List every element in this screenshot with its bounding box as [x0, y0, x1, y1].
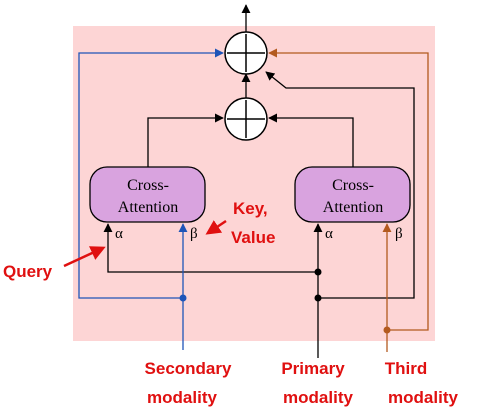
left-attention-output-line — [147, 113, 224, 167]
left-beta-label: β — [190, 226, 198, 242]
primary-modality-label-line1: Primary — [281, 359, 345, 378]
third-modality-label-line2: modality — [388, 388, 458, 407]
key-value-annotation-line1: Key, — [233, 199, 268, 218]
secondary-modality-label-line2: modality — [147, 388, 217, 407]
query-annotation: Query — [3, 262, 53, 281]
left-alpha-label: α — [115, 226, 123, 242]
secondary-modality-label-line1: Secondary — [145, 359, 232, 378]
query-pointer-arrow — [63, 246, 106, 268]
junction-dot-secondary — [179, 294, 187, 302]
junction-dot-residual — [314, 294, 322, 302]
right-beta-label: β — [395, 226, 403, 242]
right-attention-output-line — [268, 113, 354, 167]
left-attention-label-line1: Cross- — [127, 177, 169, 194]
right-attention-label-line2: Attention — [323, 199, 383, 216]
right-cross-attention-block: Cross- Attention — [294, 166, 411, 223]
left-attention-label-line2: Attention — [118, 199, 178, 216]
third-modality-label-line1: Third — [385, 359, 428, 378]
junction-dot-query — [314, 268, 322, 276]
right-alpha-label: α — [325, 226, 333, 242]
key-value-annotation-line2: Value — [231, 228, 275, 247]
top-adder — [224, 31, 268, 75]
primary-modality-label-line2: modality — [283, 388, 353, 407]
primary-residual-line — [265, 71, 415, 299]
junction-dot-third — [383, 326, 391, 334]
key-value-pointer-arrow — [205, 219, 227, 235]
query-branch-line — [103, 223, 318, 273]
left-cross-attention-block: Cross- Attention — [89, 166, 206, 223]
right-attention-label-line1: Cross- — [332, 177, 374, 194]
bottom-adder — [224, 97, 268, 141]
third-residual-line — [268, 48, 429, 331]
secondary-residual-line — [78, 48, 224, 299]
